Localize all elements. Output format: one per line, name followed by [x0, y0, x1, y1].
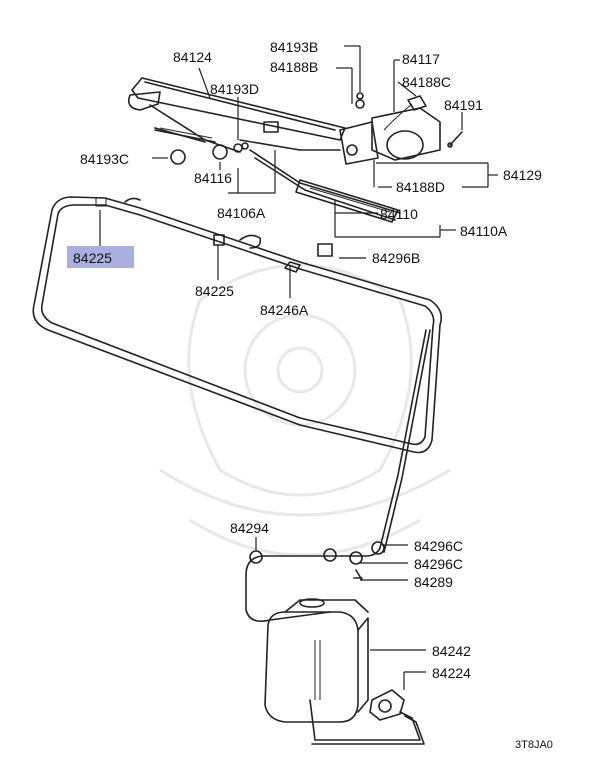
washer-hose-loop — [32, 196, 443, 454]
diagram-code: 3T8JA0 — [515, 739, 553, 751]
label-84110A[interactable]: 84110A — [460, 223, 508, 239]
label-84193B[interactable]: 84193B — [270, 39, 318, 55]
label-84242[interactable]: 84242 — [432, 643, 471, 659]
label-84188C[interactable]: 84188C — [402, 74, 451, 90]
washer-tank — [264, 598, 369, 723]
fasteners — [170, 92, 463, 165]
label-84289[interactable]: 84289 — [414, 574, 453, 590]
label-84193D[interactable]: 84193D — [210, 81, 259, 97]
label-84116[interactable]: 84116 — [194, 170, 232, 186]
part-labels: 84124 84193B 84188B 84117 84188C 84193D … — [73, 39, 553, 751]
label-84106A[interactable]: 84106A — [217, 205, 266, 221]
label-84225[interactable]: 84225 — [195, 283, 234, 299]
leader-lines — [99, 45, 498, 690]
washer-feed-hose — [245, 329, 431, 623]
label-84296C-lower[interactable]: 84296C — [414, 556, 463, 572]
label-84294[interactable]: 84294 — [230, 520, 269, 536]
label-84110[interactable]: 84110 — [380, 206, 418, 222]
label-84129[interactable]: 84129 — [503, 167, 542, 183]
label-84246A[interactable]: 84246A — [260, 302, 309, 318]
label-84191[interactable]: 84191 — [444, 97, 483, 113]
label-84188D[interactable]: 84188D — [396, 179, 445, 195]
label-84224[interactable]: 84224 — [432, 665, 471, 681]
wiper-arms — [154, 127, 401, 223]
label-84188B[interactable]: 84188B — [270, 59, 318, 75]
label-84193C[interactable]: 84193C — [80, 151, 129, 167]
wiper-motor — [339, 95, 441, 165]
label-84296C-upper[interactable]: 84296C — [414, 538, 463, 554]
label-84296B[interactable]: 84296B — [372, 250, 420, 266]
label-84124[interactable]: 84124 — [173, 49, 212, 65]
label-84117[interactable]: 84117 — [402, 51, 440, 67]
highlight-box — [67, 246, 134, 268]
label-84225-highlighted[interactable]: 84225 — [73, 250, 112, 266]
washer-pump — [309, 689, 425, 745]
